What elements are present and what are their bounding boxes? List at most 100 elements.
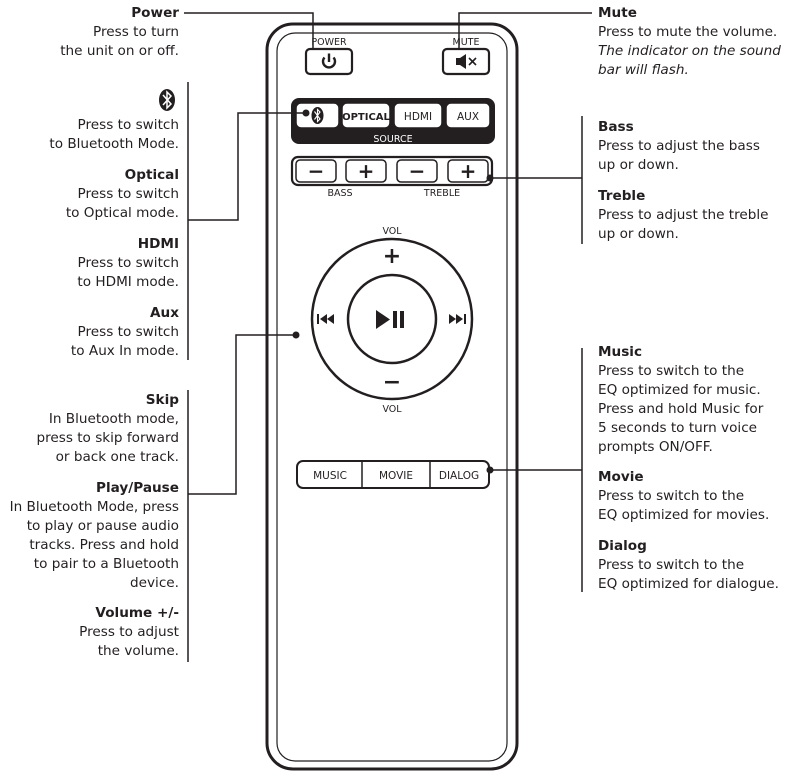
vol-top-label: VOL <box>382 226 402 237</box>
bluetooth-icon <box>159 89 175 111</box>
source-leader <box>188 112 306 221</box>
source-label: SOURCE <box>373 134 412 145</box>
bass-callout-line: up or down. <box>598 157 679 173</box>
music-button-label: MUSIC <box>313 470 347 482</box>
leader-dots <box>292 109 494 474</box>
optical-callout: Optical Press to switch to Optical mode. <box>0 166 179 223</box>
volume-callout-line: Press to adjust <box>79 624 179 640</box>
hdmi-button-label: HDMI <box>404 111 432 123</box>
skip-forward-button[interactable] <box>449 314 466 324</box>
movie-callout: Movie Press to switch to the EQ optimize… <box>598 468 788 525</box>
volume-callout-line: the volume. <box>97 643 179 659</box>
mute-callout: Mute Press to mute the volume. The indic… <box>598 4 788 80</box>
power-leader <box>184 12 314 50</box>
bluetooth-callout: Press to switch to Bluetooth Mode. <box>0 116 179 154</box>
play-pause-button[interactable] <box>346 273 438 365</box>
bass-plus-button[interactable]: + <box>345 159 387 183</box>
dialog-callout-line: Press to switch to the <box>598 557 745 573</box>
music-callout-line: EQ optimized for music. <box>598 382 761 398</box>
optical-callout-title: Optical <box>124 167 179 183</box>
music-callout-title: Music <box>598 344 643 360</box>
aux-callout-line: to Aux In mode. <box>70 343 179 359</box>
volume-down-button[interactable]: − <box>383 370 401 395</box>
bluetooth-callout-line: Press to switch <box>77 117 179 133</box>
mute-callout-line: Press to mute the volume. <box>598 24 778 40</box>
power-callout-line: the unit on or off. <box>60 43 179 59</box>
volume-callout: Volume +/- Press to adjust the volume. <box>0 604 179 661</box>
play-pause-icon <box>376 310 404 329</box>
power-label: POWER <box>311 37 347 48</box>
aux-callout-title: Aux <box>150 305 179 321</box>
skip-callout-line: In Bluetooth mode, <box>48 411 179 427</box>
optical-button[interactable]: OPTICAL <box>341 102 391 129</box>
leader-lines <box>184 12 592 662</box>
treble-callout-title: Treble <box>598 188 646 204</box>
aux-callout: Aux Press to switch to Aux In mode. <box>0 304 179 361</box>
skip-callout: Skip In Bluetooth mode, press to skip fo… <box>0 391 179 467</box>
mute-button[interactable] <box>441 47 491 76</box>
bluetooth-callout-icon <box>158 88 178 116</box>
mute-callout-note: bar will flash. <box>598 62 689 78</box>
optical-callout-line: Press to switch <box>77 186 179 202</box>
skip-callout-line: press to skip forward <box>36 430 179 446</box>
treble-callout-line: Press to adjust the treble <box>598 207 769 223</box>
eq-frame <box>296 460 490 489</box>
music-callout-line: Press to switch to the <box>598 363 745 379</box>
music-callout-line: Press and hold Music for <box>598 401 764 417</box>
bluetooth-icon <box>311 107 324 124</box>
hdmi-button[interactable]: HDMI <box>393 102 443 129</box>
volume-up-button[interactable]: + <box>383 244 401 269</box>
aux-button[interactable]: AUX <box>445 102 491 129</box>
movie-button[interactable]: MOVIE <box>363 462 429 487</box>
dialog-button-label: DIALOG <box>439 470 479 482</box>
playback-leader <box>188 334 296 495</box>
treble-label: TREBLE <box>423 188 460 199</box>
treble-plus-button[interactable]: + <box>447 159 489 183</box>
movie-callout-title: Movie <box>598 469 644 485</box>
optical-callout-line: to Optical mode. <box>65 205 179 221</box>
mute-speaker-icon <box>456 54 477 69</box>
bass-treble-frame <box>290 155 494 187</box>
music-callout: Music Press to switch to the EQ optimize… <box>598 343 788 457</box>
skip-forward-icon <box>449 314 466 324</box>
movie-callout-line: EQ optimized for movies. <box>598 507 770 523</box>
bass-callout: Bass Press to adjust the bass up or down… <box>598 118 788 175</box>
hdmi-callout-line: Press to switch <box>77 255 179 271</box>
play-pause-callout-line: In Bluetooth Mode, press <box>9 499 179 515</box>
bluetooth-button[interactable] <box>295 102 340 129</box>
power-callout: Power Press to turn the unit on or off. <box>0 4 179 61</box>
play-pause-callout-line: device. <box>130 575 179 591</box>
aux-callout-line: Press to switch <box>77 324 179 340</box>
bass-minus-button[interactable]: − <box>295 159 337 183</box>
dialog-callout: Dialog Press to switch to the EQ optimiz… <box>598 537 788 594</box>
play-pause-callout-line: tracks. Press and hold <box>29 537 179 553</box>
bass-callout-title: Bass <box>598 119 634 135</box>
dialog-button[interactable]: DIALOG <box>431 462 488 487</box>
hdmi-callout-title: HDMI <box>137 236 179 252</box>
movie-button-label: MOVIE <box>379 470 413 482</box>
remote-body-inner <box>276 32 508 762</box>
dialog-callout-line: EQ optimized for dialogue. <box>598 576 779 592</box>
skip-back-button[interactable] <box>317 314 334 324</box>
power-callout-line: Press to turn <box>93 24 179 40</box>
bass-minus-glyph: − <box>308 159 325 183</box>
bass-label: BASS <box>327 188 352 199</box>
source-group: SOURCE OPTICAL HDMI AUX <box>291 98 495 145</box>
bass-callout-line: Press to adjust the bass <box>598 138 760 154</box>
treble-minus-glyph: − <box>409 159 426 183</box>
play-pause-callout-line: to play or pause audio <box>26 518 179 534</box>
treble-callout-line: up or down. <box>598 226 679 242</box>
play-pause-callout-line: to pair to a Bluetooth <box>33 556 179 572</box>
treble-minus-button[interactable]: − <box>396 159 438 183</box>
music-button[interactable]: MUSIC <box>298 462 361 487</box>
skip-callout-line: or back one track. <box>55 449 179 465</box>
treble-callout: Treble Press to adjust the treble up or … <box>598 187 788 244</box>
movie-callout-line: Press to switch to the <box>598 488 745 504</box>
bluetooth-callout-line: to Bluetooth Mode. <box>49 136 179 152</box>
dialog-callout-title: Dialog <box>598 538 647 554</box>
power-button[interactable] <box>304 47 354 76</box>
hdmi-callout-line: to HDMI mode. <box>77 274 179 290</box>
mute-leader <box>458 12 592 50</box>
